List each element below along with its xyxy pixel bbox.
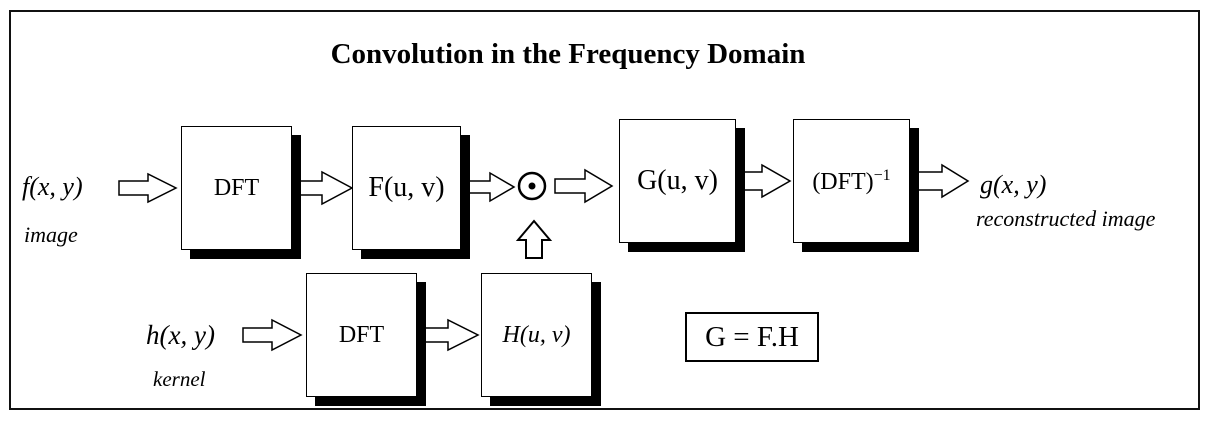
output-caption: reconstructed image	[976, 206, 1156, 231]
dft-bottom-label: DFT	[338, 321, 385, 348]
G-label: G(u, v)	[637, 165, 718, 196]
H-label: H(u, v)	[502, 321, 571, 348]
formula-box: G = F.H	[685, 312, 819, 362]
kernel-caption: kernel	[153, 367, 206, 391]
inverse-base: (DFT)	[812, 168, 874, 195]
dft-block-bottom: DFT	[306, 273, 417, 397]
arrow-H-to-operator	[515, 219, 553, 259]
formula-text: G = F.H	[705, 320, 799, 353]
H-block: H(u, v)	[481, 273, 592, 397]
arrow-G-to-inverse	[734, 163, 792, 199]
diagram-title: Convolution in the Frequency Domain	[330, 38, 806, 70]
inverse-label: (DFT)−1	[812, 167, 890, 196]
arrow-input-to-dft	[118, 172, 178, 204]
arrow-F-to-operator	[461, 171, 516, 203]
dft-top-label: DFT	[213, 174, 260, 201]
arrow-dft-to-F	[290, 170, 354, 206]
G-block: G(u, v)	[619, 119, 736, 243]
kernel-label: h(x, y)	[146, 320, 215, 350]
arrow-inverse-to-output	[915, 163, 970, 199]
inverse-dft-block: (DFT)−1	[793, 119, 910, 243]
input-label: f(x, y)	[22, 172, 83, 201]
F-label: F(u, v)	[368, 172, 445, 203]
input-caption: image	[24, 222, 78, 247]
output-label: g(x, y)	[980, 170, 1047, 199]
inverse-exponent: −1	[873, 166, 891, 184]
arrow-operator-to-G	[554, 168, 614, 204]
dft-block-top: DFT	[181, 126, 292, 250]
F-block: F(u, v)	[352, 126, 461, 250]
arrow-dft-to-H	[423, 318, 480, 352]
arrow-kernel-to-dft	[242, 318, 303, 352]
operator-circle-dot-icon	[517, 171, 547, 201]
